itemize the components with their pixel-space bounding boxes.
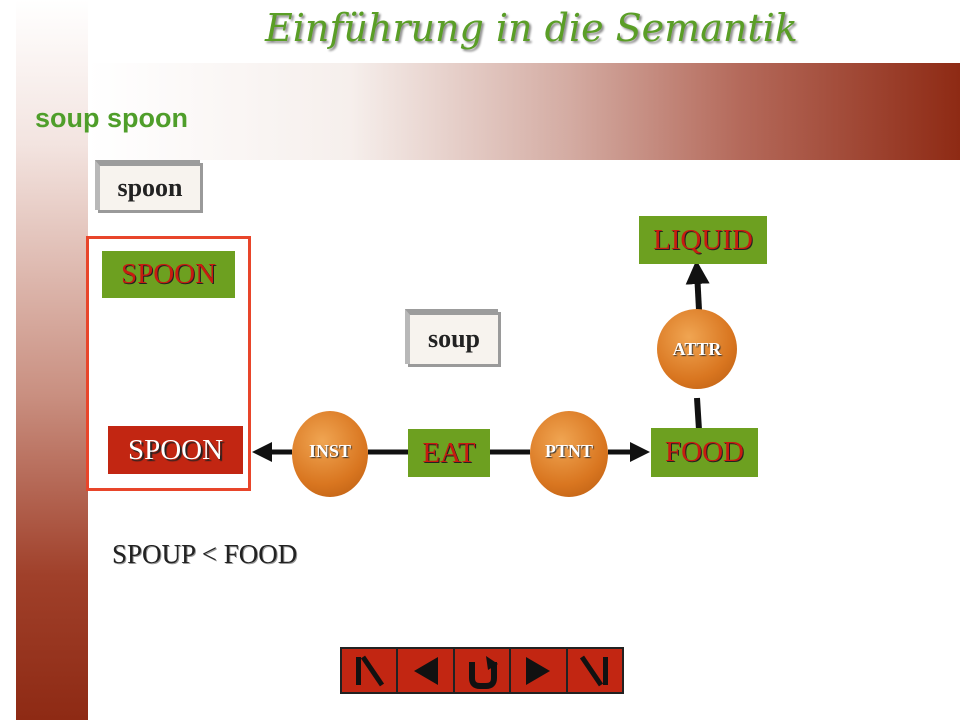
word-soup: soup: [405, 309, 498, 364]
concept-spoon-top: SPOON: [102, 251, 235, 298]
concept-eat: EAT: [408, 429, 490, 477]
link-food-attr: [694, 397, 702, 431]
relation-inst: INST: [292, 411, 368, 497]
concept-food: FOOD: [651, 428, 758, 477]
last-slide-button[interactable]: [568, 649, 622, 692]
previous-icon: [413, 656, 438, 685]
relation-attr: ATTR: [657, 309, 737, 389]
last-icon: [579, 655, 608, 686]
formula-text: SPOUP < FOOD: [112, 539, 298, 569]
concept-liquid: LIQUID: [639, 216, 767, 264]
relation-ptnt: PTNT: [530, 411, 608, 497]
next-icon: [526, 656, 551, 685]
slide-navigation: [340, 647, 624, 694]
previous-slide-button[interactable]: [398, 649, 455, 692]
return-icon: [469, 655, 499, 689]
link-attr-liquid: [685, 260, 710, 311]
next-slide-button[interactable]: [511, 649, 568, 692]
slide-title: soup spoon: [35, 103, 188, 133]
highlight-frame: [86, 236, 251, 491]
concept-spoon-main: SPOON: [108, 426, 243, 474]
return-button[interactable]: [455, 649, 512, 692]
title-gradient-band: [88, 63, 960, 160]
header-title: Einführung in die Semantik: [265, 6, 798, 50]
left-gradient-bar: [16, 0, 88, 720]
first-icon: [356, 655, 385, 686]
first-slide-button[interactable]: [342, 649, 399, 692]
word-spoon: spoon: [95, 160, 200, 210]
